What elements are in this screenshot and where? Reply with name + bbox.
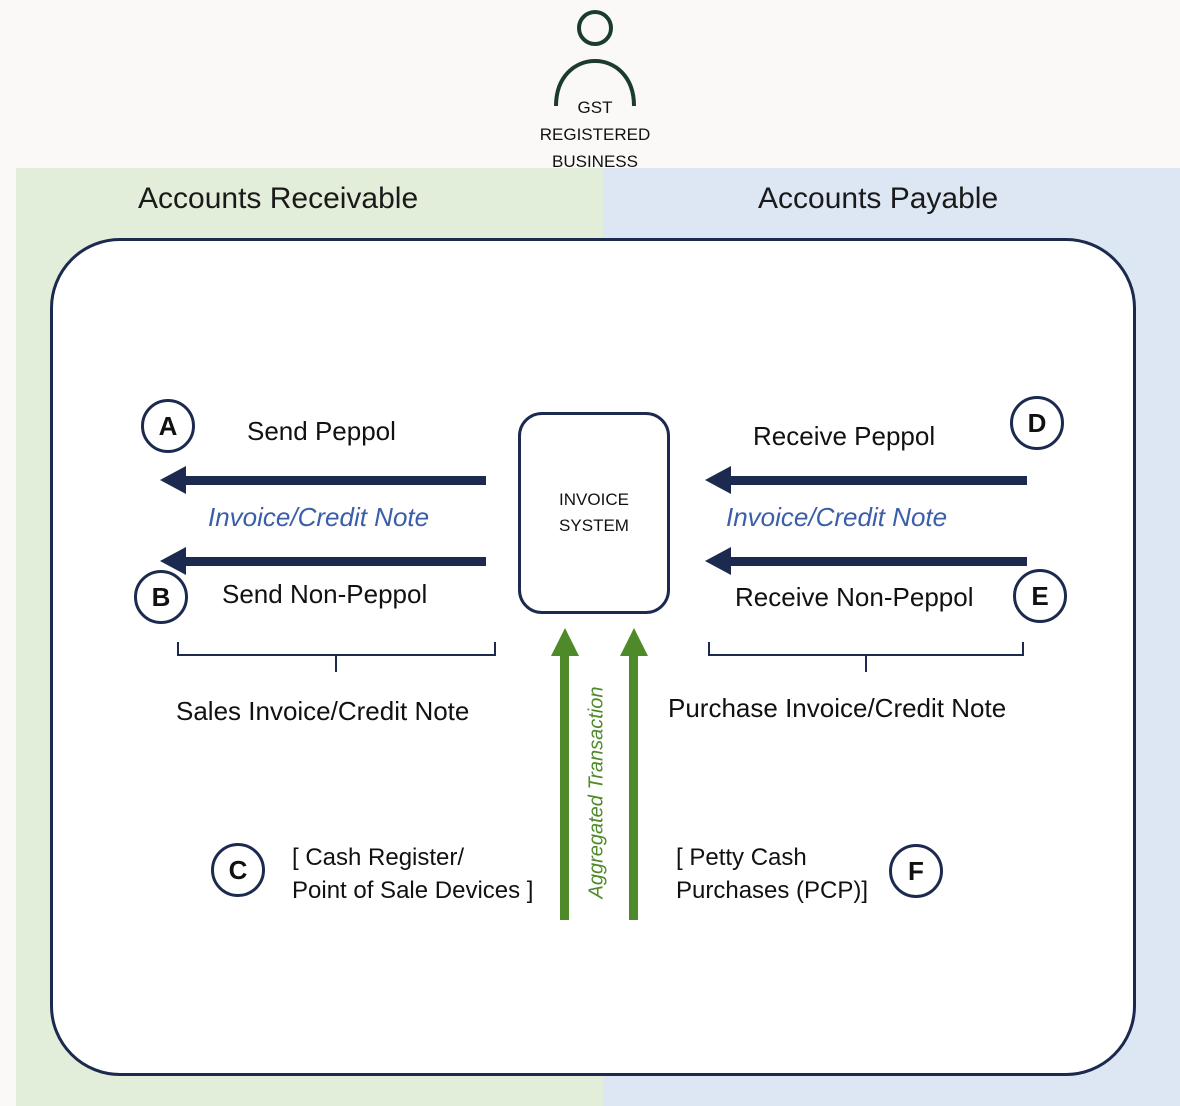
invoice-system-line2: SYSTEM [559,516,629,535]
petty-cash-line1: [ Petty Cash [676,844,807,871]
aggregated-transaction-label: Aggregated Transaction [585,686,608,898]
actor-caption-line3: BUSINESS [552,152,638,171]
sales-brace [177,642,496,656]
purchase-brace-tick [865,656,867,672]
cash-register-label: [ Cash Register/ Point of Sale Devices ] [292,841,533,907]
aggregated-arrow-right [629,654,638,920]
send-non-peppol-label: Send Non-Peppol [222,579,428,609]
send-peppol-arrow [160,466,486,494]
node-c: C [211,843,265,897]
actor-caption-line2: REGISTERED [539,125,651,144]
right-document-type-label: Invoice/Credit Note [726,502,948,532]
actor-caption-line1: GST [577,98,613,117]
node-a: A [141,399,195,453]
invoice-system-box: INVOICE SYSTEM [518,412,670,614]
node-f: F [889,844,943,898]
business-boundary-frame [50,238,1136,1076]
cash-register-line1: [ Cash Register/ [292,844,465,871]
receive-peppol-arrow [705,466,1027,494]
node-d: D [1010,396,1064,450]
aggregated-arrow-right-head [620,628,648,656]
petty-cash-line2: Purchases (PCP)] [676,877,869,904]
node-b: B [134,570,188,624]
aggregated-arrow-left-head [551,628,579,656]
accounts-payable-title: Accounts Payable [758,182,999,215]
receive-peppol-label: Receive Peppol [753,421,936,451]
left-document-type-label: Invoice/Credit Note [208,502,430,532]
sales-brace-tick [335,656,337,672]
receive-non-peppol-label: Receive Non-Peppol [735,582,974,612]
invoice-system-line1: INVOICE [559,490,629,509]
accounts-receivable-title: Accounts Receivable [138,182,419,215]
send-peppol-label: Send Peppol [247,416,396,446]
cash-register-line2: Point of Sale Devices ] [292,877,534,904]
send-non-peppol-arrow [160,547,486,575]
aggregated-arrow-left [560,654,569,920]
person-icon [554,10,636,107]
petty-cash-label: [ Petty Cash Purchases (PCP)] [676,841,868,907]
actor-caption: GST REGISTERED BUSINESS [520,94,670,175]
receive-non-peppol-arrow [705,547,1027,575]
purchase-invoice-label: Purchase Invoice/Credit Note [668,693,1007,723]
purchase-brace [708,642,1024,656]
node-e: E [1013,569,1067,623]
aggregated-label-wrapper: Aggregated Transaction [497,686,697,898]
sales-invoice-label: Sales Invoice/Credit Note [176,696,470,726]
